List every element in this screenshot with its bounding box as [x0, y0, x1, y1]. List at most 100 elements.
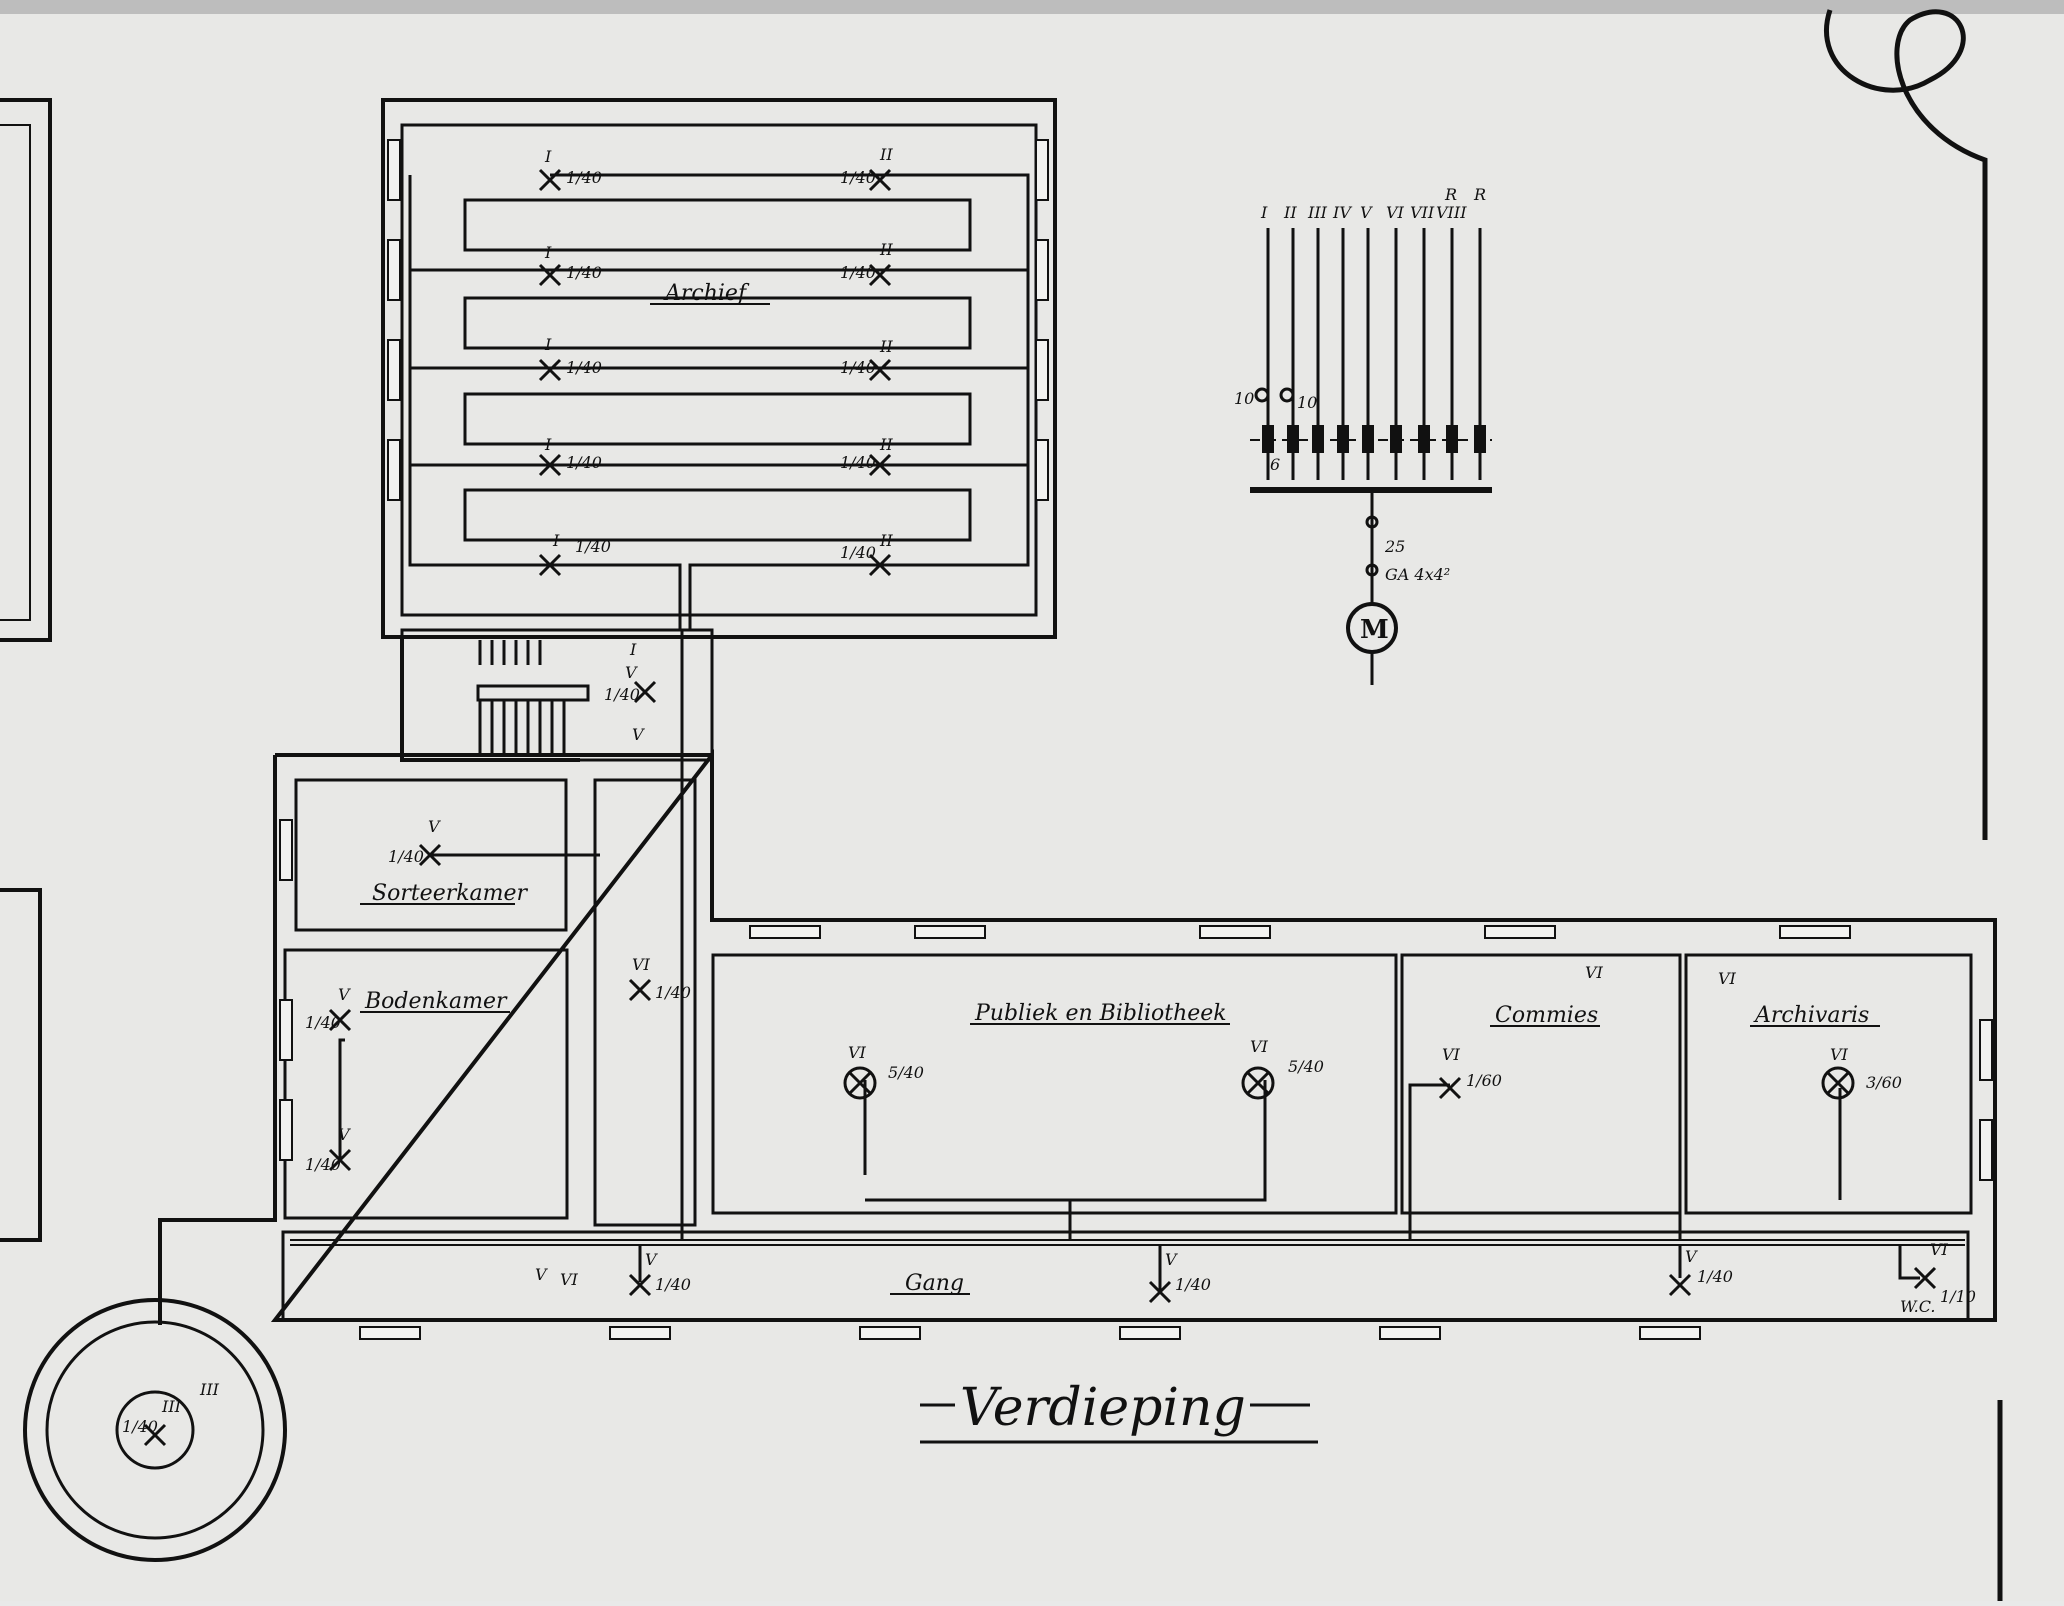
circuit-numeral: V	[1685, 1247, 1698, 1266]
circuit-numeral: V	[428, 817, 441, 836]
room-label-wc: W.C.	[1900, 1297, 1936, 1316]
panel-header: VI	[1386, 203, 1405, 222]
lamp-ratings: 1/40 1/40 1/40 1/40 1/40 1/40 1/40 1/40 …	[122, 168, 1976, 1436]
circuit-numeral: VI	[1250, 1037, 1269, 1056]
circuit-numeral: II	[879, 145, 893, 164]
archive-rack	[463, 296, 972, 350]
archive-rack	[463, 198, 972, 252]
room-label-bodenkamer: Bodenkamer	[364, 989, 508, 1014]
panel-header: II	[1283, 203, 1297, 222]
stair-core	[400, 628, 714, 762]
lamp-crosses	[143, 168, 1937, 1447]
panel-switch-label: 10	[1234, 389, 1254, 408]
wiring-runs	[290, 173, 1965, 1290]
room-label-publiek: Publiek en Bibliotheek	[974, 1001, 1227, 1026]
circuit-numeral: V	[645, 1250, 658, 1269]
panel-switch-label: 10	[1297, 393, 1317, 412]
lamp-rating: 1/40	[305, 1013, 341, 1032]
circuit-numeral: VI	[632, 955, 651, 974]
lamp-rating: 1/40	[604, 685, 640, 704]
circuit-numeral: III	[199, 1380, 220, 1399]
lamp-rating: 1/40	[655, 1275, 691, 1294]
panel-header: R	[1444, 185, 1457, 204]
panel-header: I	[1260, 203, 1268, 222]
room-label-archivaris: Archivaris	[1753, 1003, 1869, 1028]
lamp-rating: 1/40	[566, 263, 602, 282]
label-underlines	[360, 303, 1880, 1295]
room-label-commies: Commies	[1495, 1003, 1598, 1028]
distribution-panel: I II III IV V VI VII VIII R R 10 10 6 25…	[1234, 185, 1492, 685]
sheet-border-decoration	[1824, 9, 2003, 1601]
border-scroll	[1824, 9, 1988, 840]
drawing-title-text: Verdieping	[960, 1378, 1246, 1438]
panel-header: V	[1360, 203, 1373, 222]
panel-header: VIII	[1436, 203, 1467, 222]
motor-symbol: M	[1346, 602, 1398, 685]
circuit-numeral: I	[629, 640, 637, 659]
circuit-numeral: VI	[560, 1270, 579, 1289]
lamp-rating: 1/40	[566, 453, 602, 472]
top-edge-shadow	[0, 0, 2064, 14]
bodenkamer-room	[283, 948, 569, 1220]
circuit-numeral: V	[625, 663, 638, 682]
circuit-numeral: III	[161, 1397, 182, 1416]
circuit-numeral: V	[338, 1125, 351, 1144]
circuit-numeral: VI	[1930, 1240, 1949, 1259]
lamp-rating: 1/40	[388, 847, 424, 866]
drawing-title: Verdieping	[920, 1378, 1318, 1444]
lamp-rating: 5/40	[888, 1063, 924, 1082]
room-labels: Archief Sorteerkamer Bodenkamer Publiek …	[364, 281, 1936, 1316]
panel-headers: I II III IV V VI VII VIII R R 10 10 6 25…	[1234, 185, 1486, 584]
circuit-numeral: I	[544, 335, 552, 354]
circuit-numeral: VI	[1585, 963, 1604, 982]
publiek-room	[711, 953, 1398, 1215]
panel-main-fuse: 25	[1384, 537, 1405, 556]
lamp-rating: 1/40	[566, 168, 602, 187]
room-label-gang: Gang	[905, 1271, 964, 1296]
circuit-numeral: II	[879, 240, 893, 259]
circuit-numeral: VI	[1442, 1045, 1461, 1064]
circuit-numeral: V	[535, 1265, 548, 1284]
lamp-rating: 1/40	[575, 537, 611, 556]
lamp-rating: 1/10	[1940, 1287, 1976, 1306]
lamp-rating: 1/40	[840, 543, 876, 562]
stair-tower	[23, 1298, 287, 1562]
lamp-rating: 1/40	[840, 168, 876, 187]
circuit-numeral: V	[338, 985, 351, 1004]
lamp-rating: 1/40	[122, 1417, 158, 1436]
lamp-rating: 1/40	[655, 983, 691, 1002]
lamp-rating: 1/40	[840, 358, 876, 377]
panel-header: VII	[1410, 203, 1435, 222]
panel-header: III	[1307, 203, 1328, 222]
panel-fuses	[1262, 425, 1486, 453]
gang-corridor	[281, 1230, 1970, 1322]
lamp-rating: 1/40	[566, 358, 602, 377]
left-building-wall	[0, 98, 52, 642]
circuit-numeral: II	[879, 435, 893, 454]
circuit-numeral: V	[632, 725, 645, 744]
window-marks	[279, 139, 1993, 1340]
room-label-sorteerkamer: Sorteerkamer	[372, 881, 529, 906]
lamp-rating: 1/40	[305, 1155, 341, 1174]
stair-treads	[476, 640, 590, 755]
circuit-numeral: VI	[1830, 1045, 1849, 1064]
lamp-rating: 1/40	[840, 453, 876, 472]
archive-rack	[463, 488, 972, 542]
circuit-numeral: II	[879, 337, 893, 356]
circuit-numeral: VI	[848, 1043, 867, 1062]
panel-fuse-rating: 6	[1270, 455, 1280, 474]
archivaris-room	[1684, 953, 1973, 1215]
circuit-markers: I II I II I II I II I II V V V VI V V I …	[161, 145, 1949, 1416]
room-label-archief: Archief	[663, 281, 750, 306]
circuit-numeral: I	[544, 243, 552, 262]
archive-rack	[463, 392, 972, 446]
circuit-numeral: V	[1165, 1250, 1178, 1269]
circuit-numeral: II	[879, 531, 893, 550]
pendant-lamps	[843, 1066, 1855, 1100]
archief-outer-wall	[381, 98, 1057, 639]
circuit-numeral: I	[544, 147, 552, 166]
lamp-rating: 3/60	[1866, 1073, 1902, 1092]
panel-cable: GA 4x4²	[1385, 565, 1450, 584]
